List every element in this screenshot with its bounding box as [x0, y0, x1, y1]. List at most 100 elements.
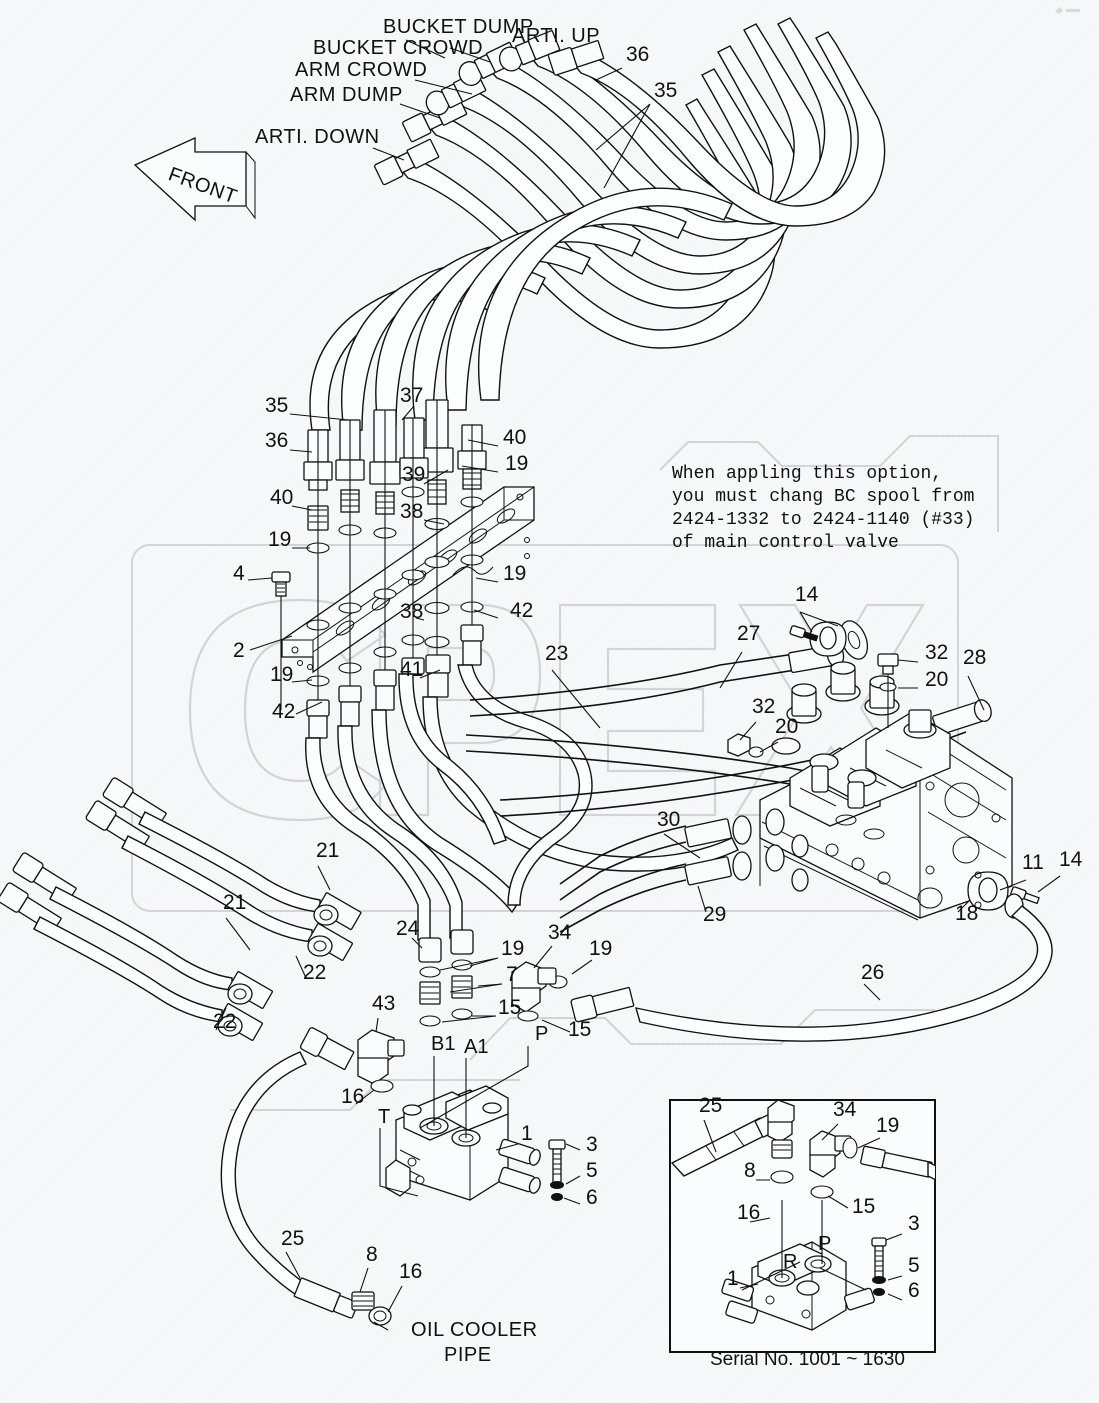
fitting-stacks-upper — [303, 399, 487, 739]
inset-callout-i-1: 1 — [727, 1267, 739, 1290]
callout-c-32-low: 32 — [752, 695, 775, 718]
callout-c-26: 26 — [861, 961, 884, 984]
callout-c-32-top: 32 — [925, 641, 948, 664]
callout-c-18: 18 — [955, 902, 978, 925]
callout-c-20-top: 20 — [925, 668, 948, 691]
callout-c-36-mid: 36 — [265, 429, 288, 452]
callout-c-8-left: 8 — [366, 1243, 378, 1266]
callout-c-35-top: 35 — [654, 79, 677, 102]
callout-c-1: 1 — [521, 1122, 533, 1145]
callout-c-24: 24 — [396, 917, 420, 940]
function-label-oil-cooler-1: OIL COOLER — [411, 1319, 538, 1341]
callout-c-2: 2 — [233, 639, 245, 662]
callout-c-42-b: 42 — [272, 700, 295, 723]
callout-c-38-a: 38 — [400, 500, 423, 523]
callout-c-5: 5 — [586, 1159, 598, 1182]
port-label-port-p: P — [535, 1023, 548, 1045]
connector-8-left — [351, 1291, 392, 1326]
function-label-bucket-dump: BUCKET DUMP — [383, 16, 534, 38]
plug-32-upper — [877, 653, 899, 728]
note-line-2: you must chang BC spool from — [672, 487, 974, 507]
inset-callout-i-15: 15 — [852, 1195, 875, 1218]
lower-hose-routing — [305, 664, 739, 941]
function-label-bucket-crowd: BUCKET CROWD — [313, 37, 483, 59]
callout-c-30: 30 — [657, 808, 680, 831]
note-line-4: of main control valve — [672, 533, 899, 553]
inset-callout-i-25: 25 — [699, 1094, 722, 1117]
callout-c-3: 3 — [586, 1133, 598, 1156]
callout-leaders — [215, 39, 1061, 1331]
bolt-3-5-6 — [548, 1139, 566, 1201]
callout-c-37: 37 — [400, 384, 423, 407]
callout-c-16-a: 16 — [341, 1085, 364, 1108]
auxiliary-valve-assembly — [220, 929, 566, 1326]
elbow-43 — [299, 1027, 405, 1093]
callout-c-19-a: 19 — [505, 452, 528, 475]
function-label-arm-dump: ARM DUMP — [290, 84, 403, 106]
inset-callout-i-5: 5 — [908, 1254, 920, 1277]
callout-c-35-mid: 35 — [265, 394, 288, 417]
inset-caption: Serial No. 1001 ~ 1630 — [710, 1349, 905, 1370]
callout-c-23: 23 — [545, 642, 568, 665]
callout-c-19-c: 19 — [503, 562, 526, 585]
callout-c-19-d: 19 — [270, 663, 293, 686]
callout-c-36-top: 36 — [626, 43, 649, 66]
port-label-port-p-inset: P — [818, 1233, 831, 1255]
inset-callout-i-34: 34 — [833, 1098, 857, 1121]
hose-26 — [548, 905, 1053, 1042]
callout-c-6: 6 — [586, 1186, 598, 1209]
upper-hose-fittings — [374, 30, 605, 186]
callout-c-15-b: 15 — [568, 1018, 591, 1041]
note-block: When appling this option, you must chang … — [672, 464, 974, 553]
front-arrow-icon: FRONT — [133, 136, 256, 222]
function-label-arti-down: ARTI. DOWN — [255, 126, 380, 148]
callout-c-16-left: 16 — [399, 1260, 422, 1283]
inset-callout-i-6: 6 — [908, 1279, 920, 1302]
callout-c-11: 11 — [1022, 851, 1044, 874]
corner-marker-icon — [1055, 7, 1080, 14]
callout-c-14-top: 14 — [795, 583, 819, 606]
callout-c-39: 39 — [402, 463, 425, 486]
function-label-arm-crowd: ARM CROWD — [295, 59, 427, 81]
callout-c-19-b: 19 — [268, 528, 291, 551]
callout-c-4: 4 — [233, 562, 245, 585]
flange-14-top — [789, 621, 847, 657]
port-label-port-r-inset: R — [783, 1251, 797, 1273]
callout-c-41: 41 — [400, 658, 423, 681]
plug-32-lower — [727, 733, 764, 758]
port-label-port-a1: A1 — [464, 1036, 488, 1058]
bolt-4 — [271, 571, 291, 710]
callout-c-19-e: 19 — [501, 937, 524, 960]
callout-c-20-low: 20 — [775, 715, 798, 738]
callout-c-42-a: 42 — [510, 599, 533, 622]
callout-c-21-a: 21 — [316, 839, 339, 862]
callout-c-14-right: 14 — [1059, 848, 1083, 871]
callout-c-38-b: 38 — [400, 600, 423, 623]
callout-c-22-a: 22 — [303, 961, 326, 984]
callout-c-29: 29 — [703, 903, 726, 926]
callout-c-40-l: 40 — [270, 486, 293, 509]
function-label-arti-up: ARTI. UP — [512, 25, 600, 47]
port-label-port-b1: B1 — [431, 1033, 455, 1055]
callout-c-7: 7 — [506, 963, 518, 986]
note-line-1: When appling this option, — [672, 464, 942, 484]
callout-c-25-left: 25 — [281, 1227, 304, 1250]
callout-c-40-r: 40 — [503, 426, 526, 449]
pipe-flanges-30-29 — [559, 815, 752, 933]
upper-hose-bundle — [309, 17, 886, 431]
callout-c-15-a: 15 — [498, 996, 521, 1019]
inset-box: Serial No. 1001 ~ 1630 — [669, 1099, 936, 1370]
main-control-valve — [559, 621, 1040, 933]
note-line-3: 2424-1332 to 2424-1140 (#33) — [672, 510, 974, 530]
callout-c-28: 28 — [963, 646, 986, 669]
callout-c-21-b: 21 — [223, 891, 246, 914]
port-label-port-t: T — [378, 1106, 390, 1128]
loose-hoses-left — [0, 777, 362, 1041]
callout-c-27: 27 — [737, 622, 760, 645]
